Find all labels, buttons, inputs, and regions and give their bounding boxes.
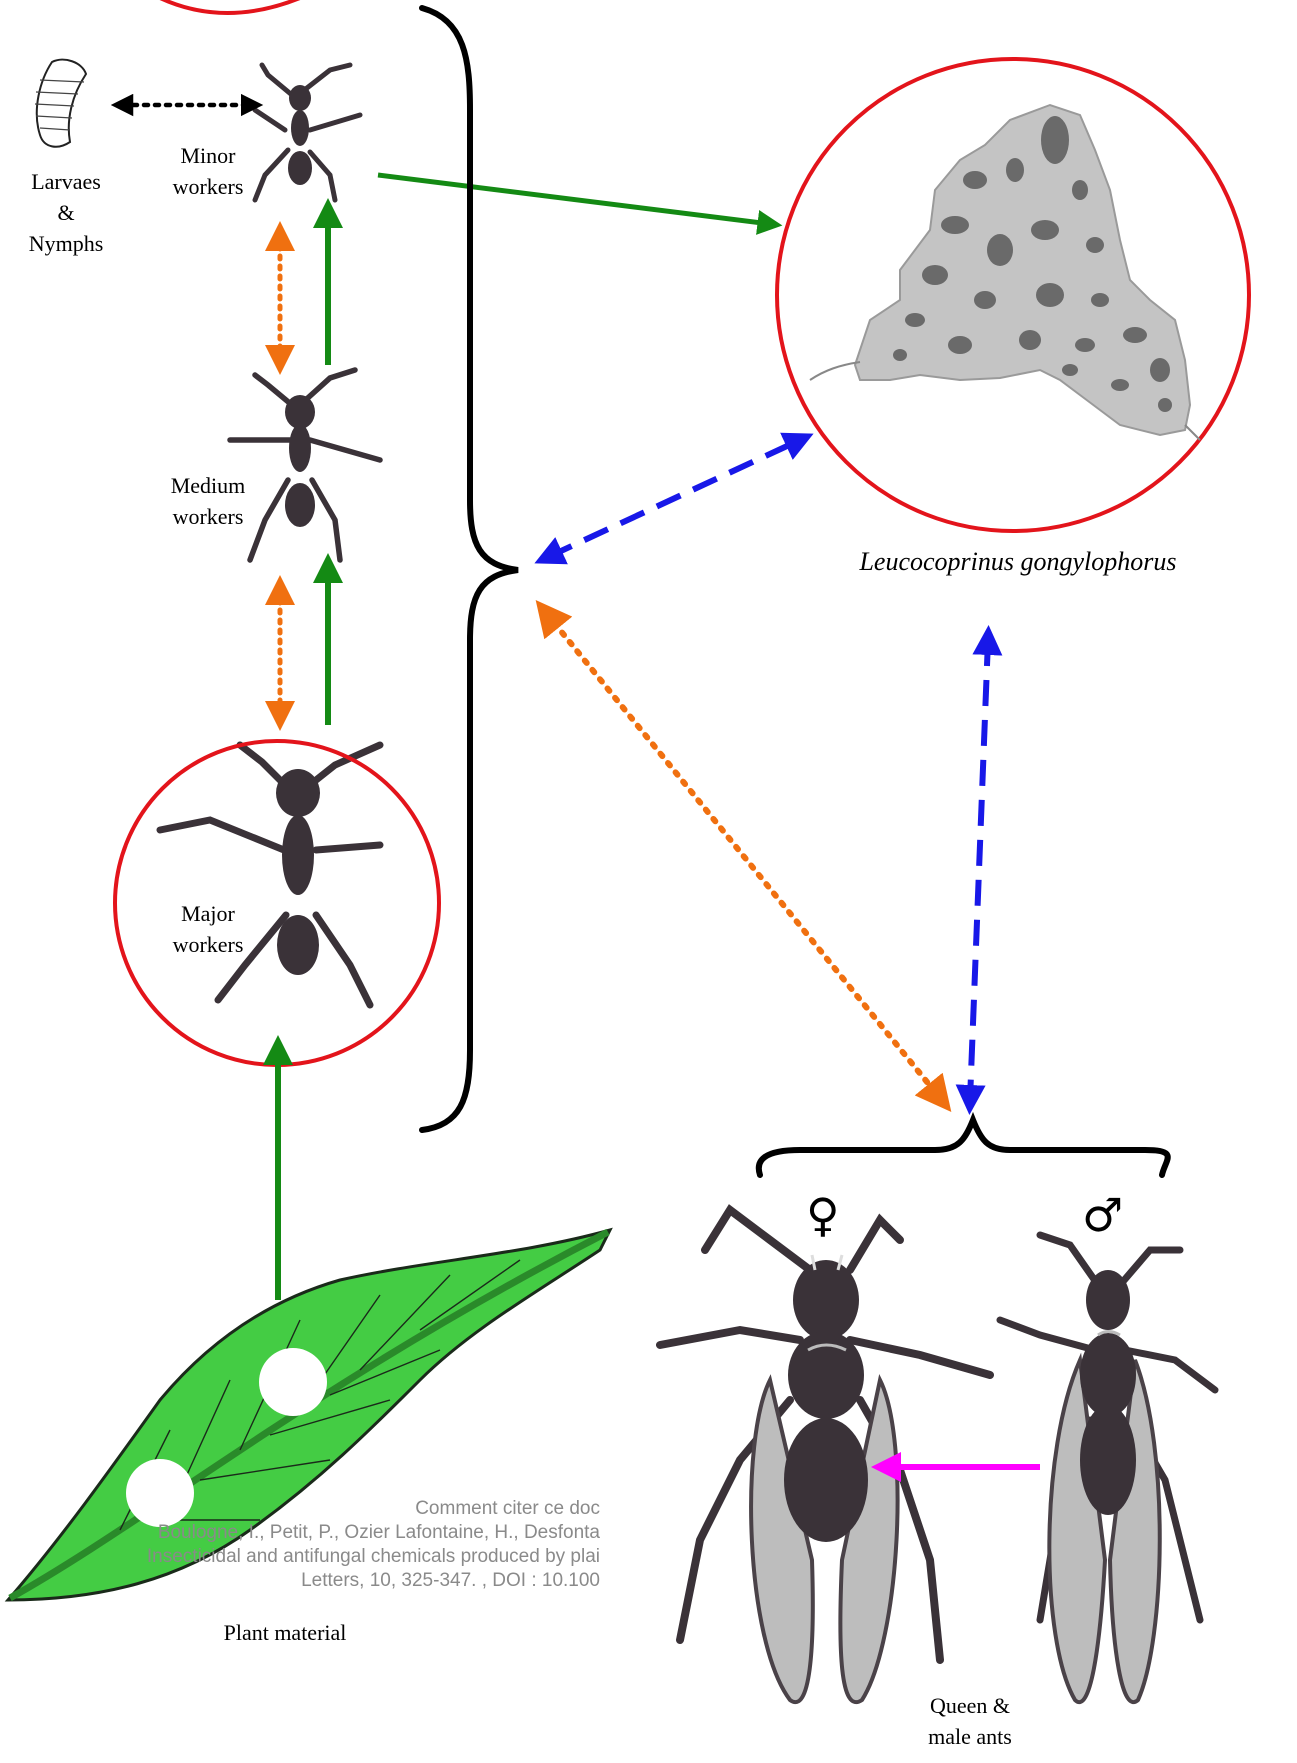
- workers-brace: [422, 8, 518, 1130]
- fungus-workers-blue-arrow: [548, 440, 800, 557]
- major-worker-ant-icon: [160, 745, 380, 1005]
- female-symbol: ♀: [806, 1192, 840, 1238]
- major-workers-label: Major workers: [150, 898, 266, 960]
- male-symbol: ♂: [1082, 1192, 1123, 1238]
- minor-workers-label: Minor workers: [150, 140, 266, 202]
- queen-male-label: Queen & male ants: [900, 1690, 1040, 1752]
- larvae-label: Larvaes & Nymphs: [0, 166, 132, 259]
- larva-icon: [35, 60, 86, 147]
- minor-to-fungus-green-arrow: [378, 175, 770, 224]
- queen-ant-icon: [660, 1210, 990, 1702]
- fungus-species-label: Leucocoprinus gongylophorus: [808, 546, 1228, 577]
- fungus-garden-icon: [810, 105, 1200, 440]
- citation-watermark: Comment citer ce doc Boulogne, I., Petit…: [0, 1497, 600, 1607]
- fungus-reproductives-blue-arrow: [970, 640, 988, 1100]
- top-highlight-circle: [160, 0, 300, 13]
- minor-worker-ant-icon: [255, 65, 360, 200]
- plant-material-label: Plant material: [175, 1617, 395, 1648]
- workers-reproductives-orange-arrow: [547, 614, 940, 1098]
- medium-workers-label: Medium workers: [146, 470, 270, 532]
- reproductives-brace: [759, 1120, 1168, 1175]
